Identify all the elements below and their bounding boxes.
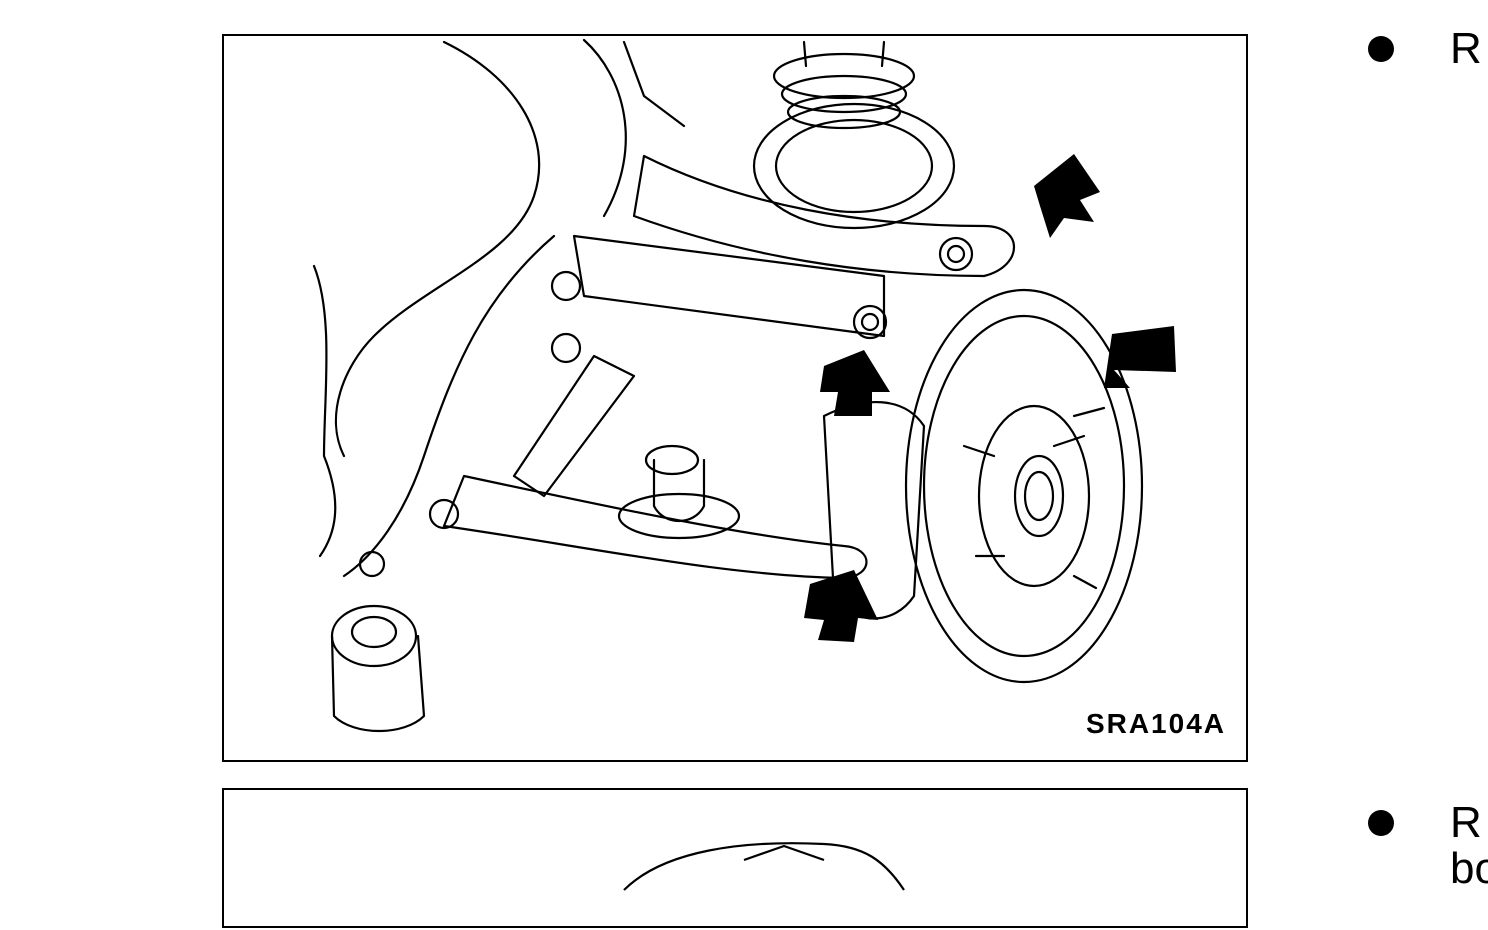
figure-second: [222, 788, 1248, 928]
suspension-illustration: [312, 38, 1176, 732]
bullet-item-1: R: [1368, 26, 1482, 72]
bullet-text: R: [1450, 24, 1482, 73]
bullet-dot-icon: [1368, 810, 1394, 836]
figure-rear-suspension: SRA104A: [222, 34, 1248, 762]
bullet-text: R bo: [1450, 798, 1488, 893]
figure-code: SRA104A: [1085, 708, 1226, 739]
second-illustration: [623, 842, 905, 891]
bullet-item-2: R bo: [1368, 800, 1488, 892]
bullet-dot-icon: [1368, 36, 1394, 62]
